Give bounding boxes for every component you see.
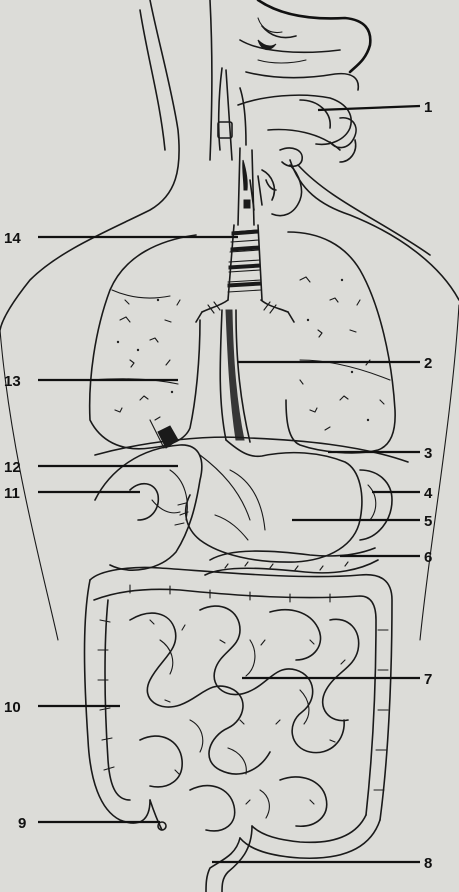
label-6: 6 — [424, 549, 432, 566]
stomach — [175, 440, 362, 562]
rectum — [206, 826, 252, 892]
esophagus — [220, 310, 250, 442]
label-3: 3 — [424, 445, 432, 462]
spleen — [360, 470, 392, 540]
label-1: 1 — [424, 99, 432, 116]
label-9: 9 — [18, 815, 26, 832]
label-13: 13 — [4, 373, 21, 390]
label-11: 11 — [4, 485, 20, 502]
diaphragm — [95, 437, 408, 462]
label-12: 12 — [4, 459, 21, 476]
appendix — [150, 800, 166, 830]
gallbladder — [130, 484, 180, 520]
trachea — [196, 225, 294, 322]
label-5: 5 — [424, 513, 432, 530]
label-14: 14 — [4, 230, 21, 247]
label-2: 2 — [424, 355, 432, 372]
leader-1 — [318, 106, 420, 110]
small-intestine — [130, 606, 359, 831]
label-8: 8 — [424, 855, 432, 872]
label-7: 7 — [424, 671, 432, 688]
label-10: 10 — [4, 699, 21, 716]
label-4: 4 — [424, 485, 433, 502]
large-intestine — [85, 568, 393, 859]
